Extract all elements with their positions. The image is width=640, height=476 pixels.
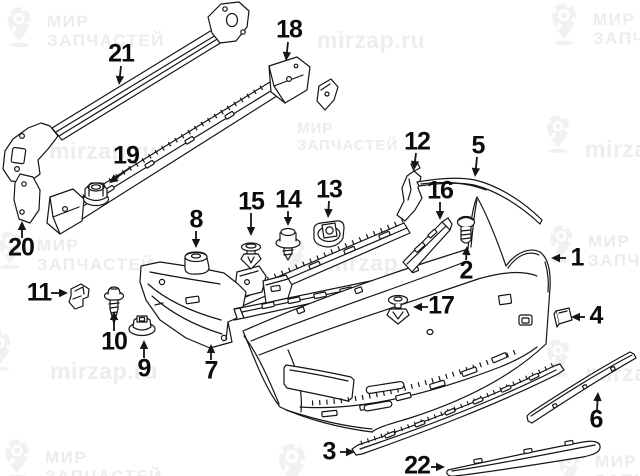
part-label-7: 7 <box>204 356 219 385</box>
part-leader-3 <box>340 447 355 457</box>
part-leader-17 <box>413 302 428 312</box>
part-15-push-clip-drawing <box>240 242 262 270</box>
part-leader-13 <box>324 200 333 218</box>
part-20-bracket-plate-drawing <box>13 173 41 224</box>
part-2-bolt-drawing <box>456 215 476 244</box>
watermark-brand: МИР ЗАПЧАСТЕЙ <box>552 446 640 476</box>
part-label-10: 10 <box>101 327 128 356</box>
part-label-3: 3 <box>322 437 337 466</box>
part-label-15: 15 <box>238 187 265 216</box>
part-22-reflector-strip-drawing <box>446 439 601 476</box>
part-leader-8 <box>191 231 201 248</box>
part-6-trim-strip-drawing <box>526 351 637 424</box>
part-label-5: 5 <box>471 131 486 160</box>
part-leader-21 <box>115 65 125 85</box>
part-label-2: 2 <box>459 256 474 285</box>
part-label-8: 8 <box>189 205 204 234</box>
watermark-site: mirzap.ru <box>49 138 158 164</box>
part-label-1: 1 <box>570 243 585 272</box>
part-leader-10 <box>109 311 119 331</box>
part-3-lower-strip-drawing <box>351 362 565 456</box>
part-label-9: 9 <box>137 354 152 383</box>
part-leader-19 <box>109 166 132 183</box>
part-11-clip-drawing <box>68 283 90 310</box>
watermark-brand: МИР ЗАПЧАСТЕЙ <box>0 434 163 476</box>
part-4-cover-cap-drawing <box>553 307 573 328</box>
part-label-4: 4 <box>589 301 604 330</box>
part-16-extension-bracket-drawing <box>402 217 453 273</box>
part-leader-14 <box>283 211 293 226</box>
part-label-17: 17 <box>428 291 455 320</box>
watermark-brand: МИР ЗАПЧАСТЕЙ <box>543 220 640 270</box>
part-14-bolt-washer-drawing <box>275 227 301 261</box>
part-leader-6 <box>593 392 602 411</box>
part-leader-22 <box>431 462 445 472</box>
watermark-brand: МИР ЗАПЧАСТЕЙ <box>297 120 399 154</box>
watermark-site: mirzap.ru <box>317 27 426 53</box>
part-leader-7 <box>206 344 216 360</box>
part-leader-18 <box>282 41 292 61</box>
part-label-16: 16 <box>427 176 454 205</box>
part-leader-9 <box>139 340 149 358</box>
part-leader-4 <box>571 312 585 322</box>
watermark-site: mirzap.ru <box>50 358 159 384</box>
part-5-upper-trim-strip-drawing <box>416 177 543 225</box>
part-label-14: 14 <box>275 185 302 214</box>
watermark-site: mirzap.ru <box>540 110 640 163</box>
part-label-22: 22 <box>404 451 431 476</box>
part-leader-16 <box>435 202 445 220</box>
part-label-6: 6 <box>589 405 604 434</box>
part-17-push-clip-drawing <box>386 294 410 325</box>
part-leader-1 <box>551 253 566 263</box>
part-label-13: 13 <box>316 175 343 204</box>
part-leader-20 <box>17 221 27 238</box>
callout-leaders <box>17 41 602 472</box>
part-21-crossmember-drawing <box>2 1 250 184</box>
watermark-brand-bottom: ЗАПЧАСТЕЙ <box>47 31 166 51</box>
part-7-side-bracket-drawing <box>139 261 247 349</box>
part-leader-5 <box>471 156 481 177</box>
part-10-screw-drawing <box>103 286 125 325</box>
part-label-12: 12 <box>404 127 431 156</box>
part-label-11: 11 <box>26 278 52 307</box>
part-leader-15 <box>246 213 256 236</box>
part-leader-2 <box>462 246 471 261</box>
watermark-brand: МИР ЗАПЧАСТЕЙ <box>0 226 155 274</box>
part-label-20: 20 <box>8 233 35 262</box>
part-leader-12 <box>410 152 420 170</box>
part-label-21: 21 <box>108 39 135 68</box>
watermark-brand-top: МИР <box>47 12 90 31</box>
part-label-19: 19 <box>113 141 140 170</box>
part-label-18: 18 <box>276 15 303 44</box>
part-13-nut-retainer-drawing <box>313 220 345 248</box>
part-8-cushion-drawing <box>184 251 210 275</box>
watermark-brand: МИР ЗАПЧАСТЕЙ <box>0 2 165 50</box>
part-leader-11 <box>51 288 68 298</box>
watermark-brand: МИР ЗАПЧАСТЕЙ <box>544 0 640 48</box>
part-9-flange-nut-drawing <box>128 315 156 337</box>
part-19-flange-nut-drawing <box>82 182 110 207</box>
